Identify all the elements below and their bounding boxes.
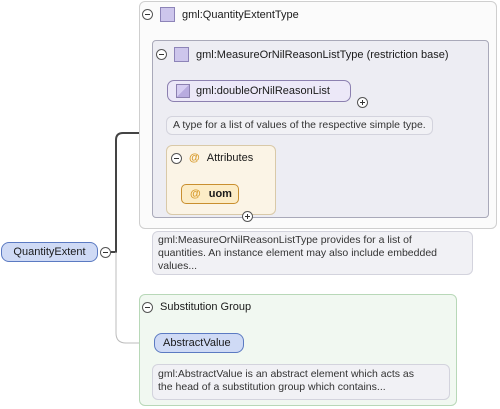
substitution-collapse-icon[interactable] [142, 301, 153, 313]
attributes-collapse-icon[interactable] [171, 152, 182, 164]
connector-to-type [111, 132, 152, 253]
substitution-doc-line: the head of a substitution group which c… [158, 381, 386, 393]
substitution-group-header: Substitution Group [142, 301, 251, 313]
type-doc: gml:MeasureOrNilReasonListType provides … [152, 231, 473, 275]
root-element-label: QuantityExtent [13, 246, 86, 258]
simple-type-box[interactable]: gml:doubleOrNilReasonList [167, 80, 351, 102]
attribute-at-sign-icon: @ [190, 188, 201, 200]
attribute-uom[interactable]: @ uom [181, 184, 239, 204]
type-doc-line: quantities. An instance element may also… [158, 247, 438, 259]
abstract-value-element[interactable]: AbstractValue [154, 333, 244, 353]
simple-type-icon [176, 84, 190, 98]
restriction-collapse-icon[interactable] [156, 49, 167, 60]
root-element-box[interactable]: QuantityExtent [1, 242, 98, 262]
connector-to-substitution [115, 252, 154, 344]
attributes-header: @ Attributes [171, 152, 253, 164]
simple-type-expand-icon[interactable] [357, 97, 368, 108]
substitution-doc-line: gml:AbstractValue is an abstract element… [158, 368, 415, 380]
root-collapse-icon[interactable] [100, 247, 111, 258]
complex-type-icon [160, 7, 175, 22]
substitution-doc: gml:AbstractValue is an abstract element… [152, 364, 450, 400]
at-sign-icon: @ [189, 152, 200, 164]
restriction-type-icon [174, 47, 189, 62]
simple-type-doc: A type for a list of values of the respe… [166, 116, 433, 135]
attribute-expand-icon[interactable] [242, 211, 253, 222]
restriction-header: gml:MeasureOrNilReasonListType (restrict… [156, 47, 448, 62]
complex-type-collapse-icon[interactable] [142, 9, 153, 20]
abstract-value-label: AbstractValue [163, 337, 231, 349]
attributes-label: Attributes [206, 152, 254, 164]
attribute-name: uom [208, 188, 232, 200]
complex-type-label: gml:QuantityExtentType [182, 8, 299, 21]
restriction-label: gml:MeasureOrNilReasonListType (restrict… [196, 48, 449, 61]
type-doc-line: values... [158, 260, 198, 272]
complex-type-header: gml:QuantityExtentType [142, 7, 299, 22]
simple-type-label: gml:doubleOrNilReasonList [196, 85, 330, 97]
type-doc-line: gml:MeasureOrNilReasonListType provides … [158, 234, 412, 246]
substitution-group-label: Substitution Group [160, 301, 252, 313]
